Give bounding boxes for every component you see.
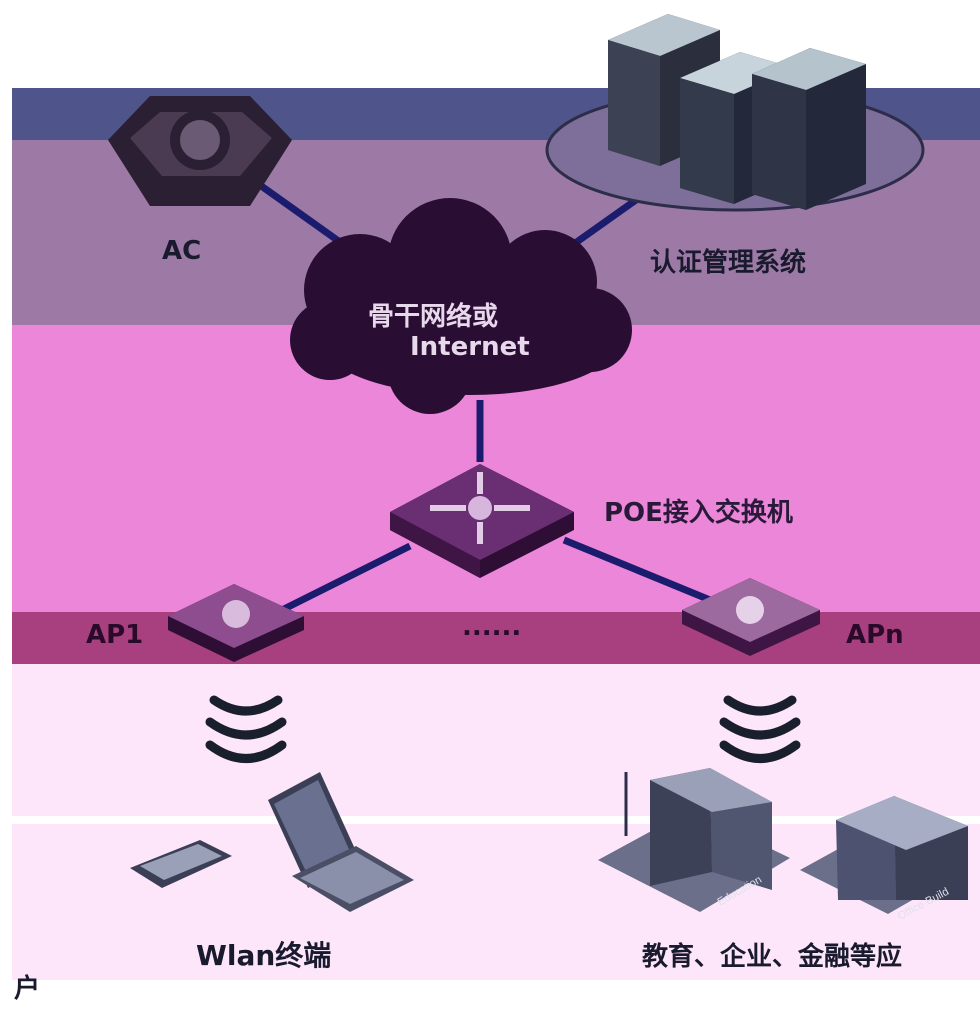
wifi-waves-icon [719, 695, 801, 763]
corner-fragment: 户 [14, 974, 41, 1004]
poe-switch-icon [390, 464, 574, 578]
sites-label: 教育、企业、金融等应 [642, 942, 903, 972]
link-poe-ap1 [280, 542, 412, 614]
ac-label: AC [162, 236, 202, 266]
education-building-icon: Education [598, 768, 790, 912]
server-icon [752, 48, 866, 210]
backbone-label-line1: 骨干网络或 [368, 302, 499, 332]
auth-system-label: 认证管理系统 [650, 248, 807, 278]
gap-strip [12, 816, 980, 824]
wlan-terminals-label: Wlan终端 [196, 939, 332, 972]
ap1-label: AP1 [86, 620, 144, 650]
backbone-label-line2: Internet [410, 332, 530, 362]
ac-device-icon [108, 96, 292, 206]
mobile-phone-icon [130, 840, 232, 888]
ap1-device-icon [168, 584, 304, 662]
apn-device-icon [682, 578, 820, 656]
cloud-icon [290, 198, 632, 414]
link-poe-apn [562, 536, 712, 604]
wifi-waves-icon [205, 695, 287, 763]
poe-switch-label: POE接入交换机 [604, 498, 793, 528]
office-building-icon: Office Build [800, 796, 968, 923]
ap-ellipsis-label: ...... [462, 612, 522, 642]
apn-label: APn [846, 620, 904, 650]
laptop-icon [268, 772, 414, 912]
